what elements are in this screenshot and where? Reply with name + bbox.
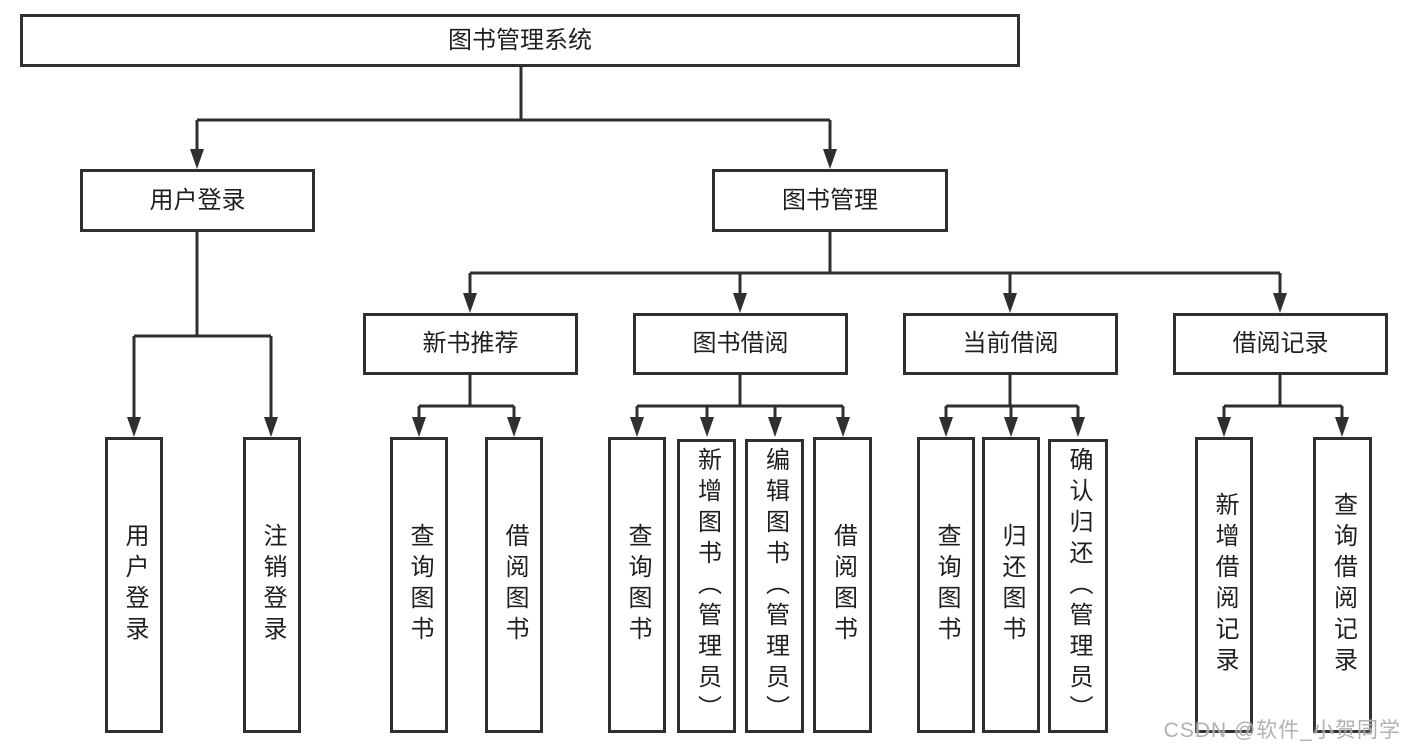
node-label: 查询图书 xyxy=(406,523,433,647)
node-library-system: 图书管理系统 xyxy=(20,14,1020,67)
node-borrow-records: 借阅记录 xyxy=(1173,313,1388,375)
watermark: CSDN @软件_小贺同学 xyxy=(1163,719,1401,742)
leaf-borrow-books-recommend: 借阅图书 xyxy=(485,437,543,733)
node-label: 新书推荐 xyxy=(422,330,519,357)
leaf-edit-book-admin: 编辑图书（管理员） xyxy=(745,439,804,733)
arrowheads xyxy=(127,149,1349,437)
node-label: 用户登录 xyxy=(149,186,246,214)
leaf-query-books-current: 查询图书 xyxy=(917,437,975,733)
node-label: 借阅记录 xyxy=(1232,330,1329,357)
node-label: 用户登录 xyxy=(121,523,148,647)
node-label: 图书借阅 xyxy=(692,330,789,357)
node-label: 查询借阅记录 xyxy=(1329,492,1357,678)
leaf-confirm-return-admin: 确认归还（管理员） xyxy=(1048,439,1108,733)
node-label: 图书管理系统 xyxy=(448,26,592,54)
node-label: 新增借阅记录 xyxy=(1211,492,1238,678)
node-new-book-recommend: 新书推荐 xyxy=(363,313,578,375)
leaf-return-books: 归还图书 xyxy=(982,437,1040,733)
node-label: 查询图书 xyxy=(624,523,651,647)
node-user-login: 用户登录 xyxy=(80,169,315,232)
leaf-add-borrow-record: 新增借阅记录 xyxy=(1195,437,1253,733)
node-label: 编辑图书（管理员） xyxy=(761,446,789,726)
node-label: 新增图书（管理员） xyxy=(693,446,721,726)
leaf-add-book-admin: 新增图书（管理员） xyxy=(677,439,736,733)
node-label: 借阅图书 xyxy=(501,523,528,647)
node-label: 注销登录 xyxy=(259,523,286,647)
leaf-query-borrow-record: 查询借阅记录 xyxy=(1313,437,1372,733)
leaf-query-books-recommend: 查询图书 xyxy=(390,437,448,733)
node-label: 图书管理 xyxy=(782,186,878,214)
node-label: 查询图书 xyxy=(933,523,960,647)
node-label: 借阅图书 xyxy=(829,523,857,647)
node-label: 当前借阅 xyxy=(962,330,1059,357)
leaf-borrow-books: 借阅图书 xyxy=(813,437,872,733)
node-label: 归还图书 xyxy=(998,523,1025,647)
leaf-query-books-borrow: 查询图书 xyxy=(608,437,666,733)
leaf-logout: 注销登录 xyxy=(243,437,301,733)
leaf-user-login: 用户登录 xyxy=(105,437,163,733)
node-current-borrow: 当前借阅 xyxy=(903,313,1118,375)
node-label: 确认归还（管理员） xyxy=(1065,446,1092,726)
node-book-borrow: 图书借阅 xyxy=(633,313,848,375)
node-book-management: 图书管理 xyxy=(712,169,948,232)
